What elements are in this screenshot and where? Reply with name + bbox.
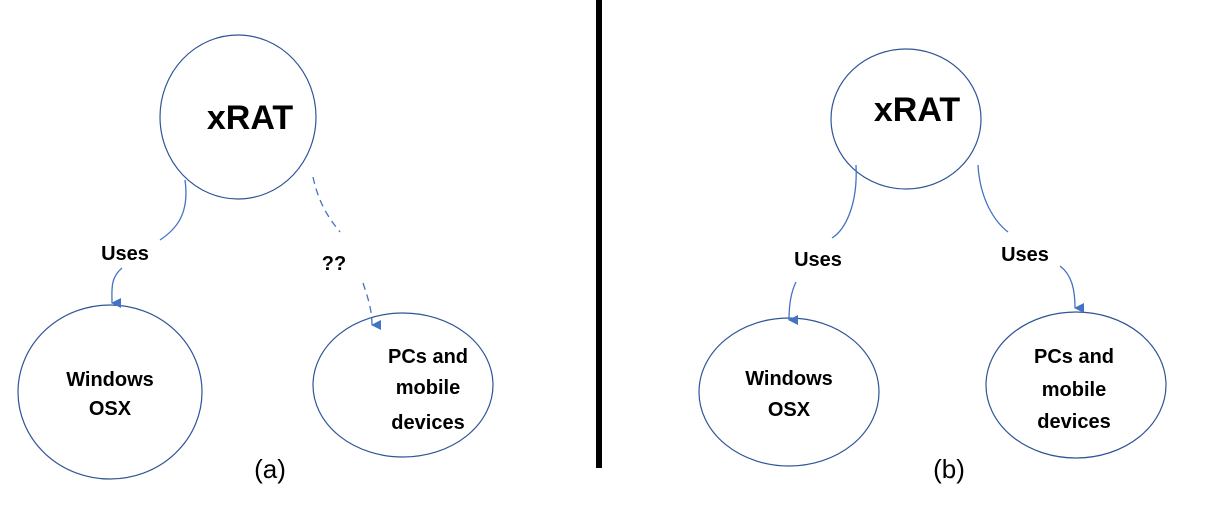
panel-label-a: (a) [254,454,286,484]
windows-osx-node-b [698,317,880,467]
panel-a: xRAT Windows OSX PCs and mobile devices … [17,34,494,484]
panel-b: xRAT Windows OSX PCs and mobile devices … [698,48,1167,484]
uses-right-edge-b [977,164,1009,233]
uses-edge-a [159,179,187,241]
uses-edge-arrow-a [111,267,123,308]
devices-node-a [312,312,494,458]
uses-left-edge-b [831,164,857,239]
pcs-label-b: PCs and [1034,346,1114,368]
osx-label-a: OSX [89,398,132,420]
osx-label-b: OSX [768,399,811,421]
pcs-label-a: PCs and [388,346,468,368]
xrat-node-a [159,34,317,200]
uses-label-a: Uses [101,243,149,265]
uses-left-edge-arrow-b [788,281,799,326]
unknown-edge-a [312,176,341,233]
devices-label-a: devices [391,412,464,434]
xrat-title-a: xRAT [207,99,293,137]
windows-label-b: Windows [745,368,833,390]
uses-right-edge-arrow-b [1059,265,1085,313]
devices-label-b: devices [1037,411,1110,433]
xrat-node-b [830,48,982,190]
mobile-label-b: mobile [1042,379,1106,401]
windows-label-a: Windows [66,369,154,391]
mobile-label-a: mobile [396,377,460,399]
xrat-title-b: xRAT [874,91,960,129]
unknown-label-a: ?? [322,253,346,275]
uses-right-label-b: Uses [1001,244,1049,266]
uses-left-label-b: Uses [794,249,842,271]
panel-label-b: (b) [933,454,965,484]
unknown-edge-arrow-a [362,282,382,330]
windows-osx-node-a [17,304,203,480]
